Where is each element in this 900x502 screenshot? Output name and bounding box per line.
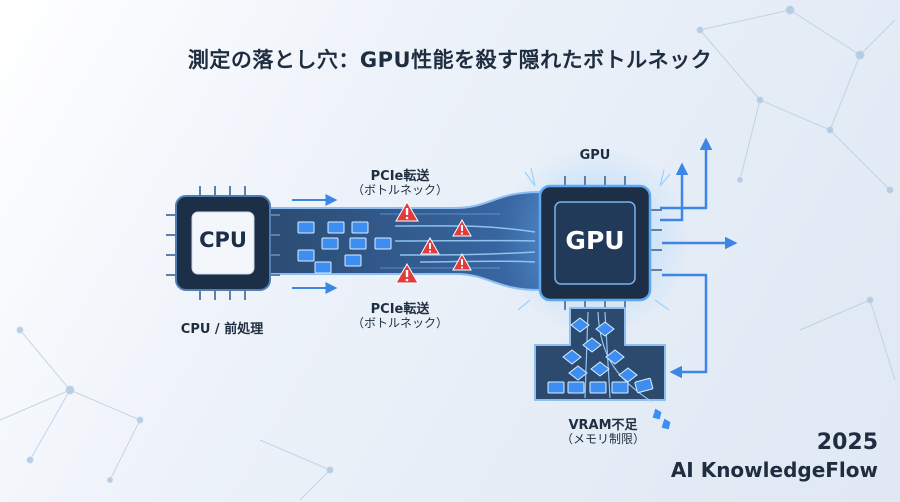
network-decoration	[0, 5, 896, 501]
footer-brand: AI KnowledgeFlow	[670, 458, 878, 482]
vram-funnel	[534, 307, 672, 431]
warning-icons	[395, 201, 472, 284]
page-title: 測定の落とし穴：GPU性能を殺す隠れたボトルネック	[187, 48, 713, 72]
cpu-chip-text: CPU	[199, 228, 247, 252]
pcie-bottom-sub: （ボトルネック）	[351, 316, 448, 330]
pcie-top-label: PCIe転送	[370, 169, 430, 184]
gpu-chip-text: GPU	[565, 226, 625, 255]
spark-lines	[517, 167, 671, 311]
cpu-chip	[166, 186, 280, 300]
gpu-label: GPU	[579, 148, 611, 163]
gpu-chip	[538, 176, 662, 310]
cpu-label: CPU / 前処理	[180, 322, 264, 337]
output-arrows	[660, 137, 738, 379]
data-packets	[297, 221, 392, 274]
vram-sub: （メモリ制限）	[560, 432, 645, 446]
pcie-bottom-label: PCIe転送	[370, 302, 430, 317]
vram-label: VRAM不足	[568, 418, 638, 433]
footer-year: 2025	[816, 430, 878, 455]
pcie-top-sub: （ボトルネック）	[351, 183, 448, 197]
input-arrows	[292, 194, 338, 294]
